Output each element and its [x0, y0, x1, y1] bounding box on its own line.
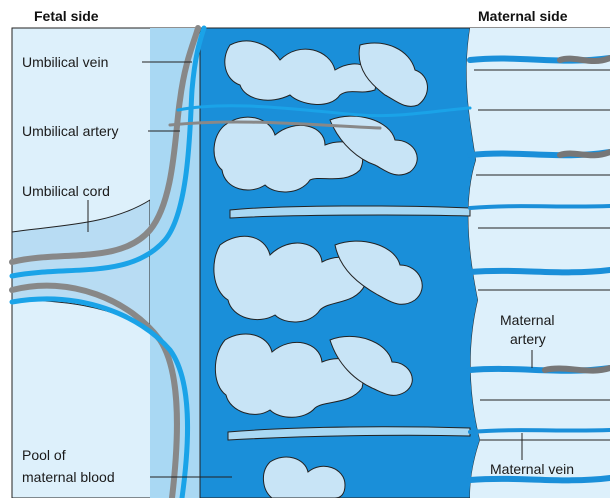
maternal-side-heading: Maternal side	[478, 8, 568, 24]
label-umbilical-cord: Umbilical cord	[22, 183, 110, 199]
label-umbilical-vein: Umbilical vein	[22, 54, 108, 70]
fetal-side-heading: Fetal side	[34, 8, 99, 24]
label-maternal-artery-line1: Maternal	[500, 312, 554, 328]
uterine-wall	[467, 28, 610, 498]
label-umbilical-artery: Umbilical artery	[22, 123, 118, 139]
label-pool-line1: Pool of	[22, 447, 66, 463]
label-pool-line2: maternal blood	[22, 469, 115, 485]
label-maternal-vein: Maternal vein	[490, 461, 574, 477]
label-maternal-artery-line2: artery	[510, 331, 546, 347]
